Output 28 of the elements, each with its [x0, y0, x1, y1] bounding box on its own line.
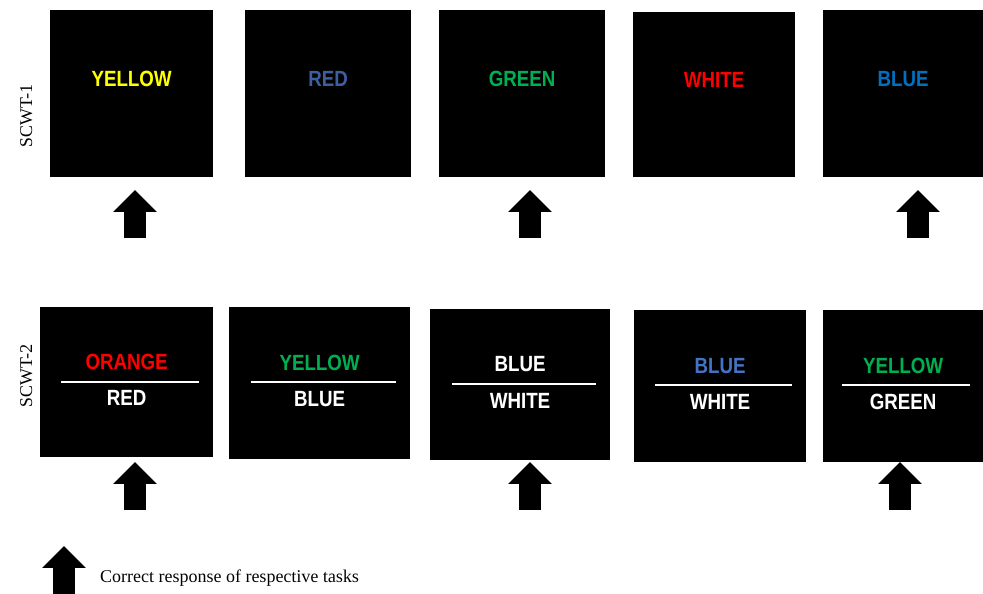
color-word: YELLOW [92, 66, 172, 92]
stimulus-screen [50, 10, 213, 177]
stimulus-screen [40, 307, 213, 457]
response-word: WHITE [490, 388, 550, 414]
color-word: RED [308, 66, 348, 92]
response-word: WHITE [690, 389, 750, 416]
color-word: YELLOW [863, 352, 943, 379]
response-word: GREEN [870, 389, 936, 416]
legend-text: Correct response of respective tasks [100, 566, 359, 587]
response-word: BLUE [294, 386, 345, 412]
stimulus-screen [823, 10, 983, 177]
color-word: YELLOW [280, 350, 360, 376]
color-word: WHITE [684, 67, 744, 94]
stimulus-screen [229, 307, 410, 459]
color-word: BLUE [694, 352, 746, 379]
stimulus-screen [823, 310, 983, 462]
stimulus-screen [439, 10, 605, 177]
row-label: SCWT-1 [16, 84, 38, 148]
stimulus-screen [430, 309, 610, 460]
color-word: ORANGE [85, 349, 168, 375]
row-label: SCWT-2 [16, 344, 38, 408]
stimulus-screen [633, 12, 795, 177]
color-word: GREEN [488, 66, 556, 92]
color-word: BLUE [878, 66, 928, 92]
color-word: BLUE [494, 351, 546, 378]
response-word: RED [106, 385, 146, 411]
stimulus-screen [634, 310, 806, 462]
stimulus-screen [245, 10, 411, 177]
